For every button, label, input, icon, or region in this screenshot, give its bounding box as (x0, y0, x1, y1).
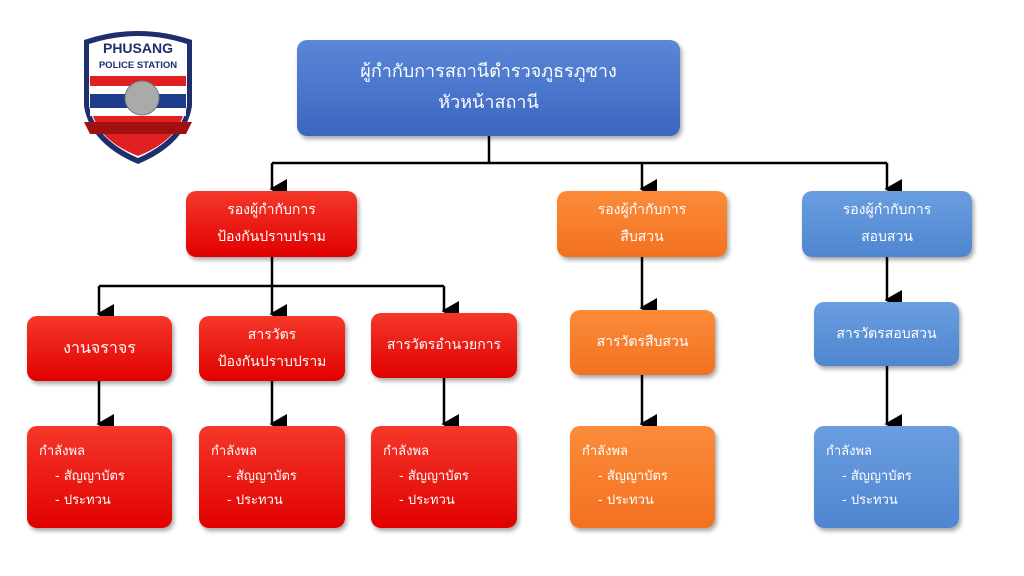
staff-commissioned: - สัญญาบัตร (55, 468, 125, 484)
staff-box: กำลังพล - สัญญาบัตร - ประทวน (199, 426, 345, 528)
staff-title: กำลังพล (826, 443, 873, 459)
inquiry-inspector-box: สารวัตรสอบสวน (814, 302, 959, 366)
unit-label: สารวัตร (247, 326, 297, 343)
staff-title: กำลังพล (39, 443, 86, 459)
svg-text:PHUSANG: PHUSANG (103, 40, 173, 56)
deputy-label: รองผู้กำกับการ (842, 202, 932, 219)
staff-commissioned: - สัญญาบัตร (842, 468, 912, 484)
suppression-inspector-box: สารวัตร ป้องกันปราบปราม (199, 316, 345, 381)
staff-box: กำลังพล - สัญญาบัตร - ประทวน (814, 426, 959, 528)
unit-label: งานจราจร (63, 338, 136, 358)
staff-noncommissioned: - ประทวน (598, 493, 654, 509)
station-chief-box: ผู้กำกับการสถานีตำรวจภูธรภูซาง หัวหน้าสถ… (297, 40, 680, 136)
deputy-division: ป้องกันปราบปราม (217, 229, 326, 245)
staff-noncommissioned: - ประทวน (227, 493, 283, 509)
deputy-inquiry-box: รองผู้กำกับการ สอบสวน (802, 191, 972, 257)
station-chief-role: หัวหน้าสถานี (438, 92, 539, 113)
staff-noncommissioned: - ประทวน (55, 493, 111, 509)
unit-label: สารวัตรสอบสวน (836, 325, 937, 342)
deputy-division: สืบสวน (620, 229, 664, 245)
staff-title: กำลังพล (582, 443, 629, 459)
staff-box: กำลังพล - สัญญาบัตร - ประทวน (27, 426, 172, 528)
svg-text:POLICE STATION: POLICE STATION (99, 60, 177, 71)
deputy-label: รองผู้กำกับการ (597, 202, 687, 219)
staff-commissioned: - สัญญาบัตร (227, 468, 297, 484)
deputy-investigation-box: รองผู้กำกับการ สืบสวน (557, 191, 727, 257)
staff-title: กำลังพล (211, 443, 258, 459)
staff-commissioned: - สัญญาบัตร (598, 468, 668, 484)
deputy-suppression-box: รองผู้กำกับการ ป้องกันปราบปราม (186, 191, 357, 257)
unit-label: สารวัตรสืบสวน (596, 334, 689, 351)
staff-noncommissioned: - ประทวน (399, 493, 455, 509)
traffic-unit-box: งานจราจร (27, 316, 172, 381)
unit-division: ป้องกันปราบปราม (217, 353, 327, 370)
staff-box: กำลังพล - สัญญาบัตร - ประทวน (371, 426, 517, 528)
admin-inspector-box: สารวัตรอำนวยการ (371, 313, 517, 378)
staff-box: กำลังพล - สัญญาบัตร - ประทวน (570, 426, 715, 528)
unit-label: สารวัตรอำนวยการ (386, 337, 502, 354)
police-station-logo: PHUSANG POLICE STATION (84, 31, 192, 164)
staff-commissioned: - สัญญาบัตร (399, 468, 469, 484)
staff-noncommissioned: - ประทวน (842, 493, 898, 509)
staff-title: กำลังพล (383, 443, 430, 459)
investigation-inspector-box: สารวัตรสืบสวน (570, 310, 715, 375)
deputy-division: สอบสวน (861, 229, 913, 245)
station-chief-title: ผู้กำกับการสถานีตำรวจภูธรภูซาง (360, 61, 617, 83)
deputy-label: รองผู้กำกับการ (227, 202, 316, 219)
